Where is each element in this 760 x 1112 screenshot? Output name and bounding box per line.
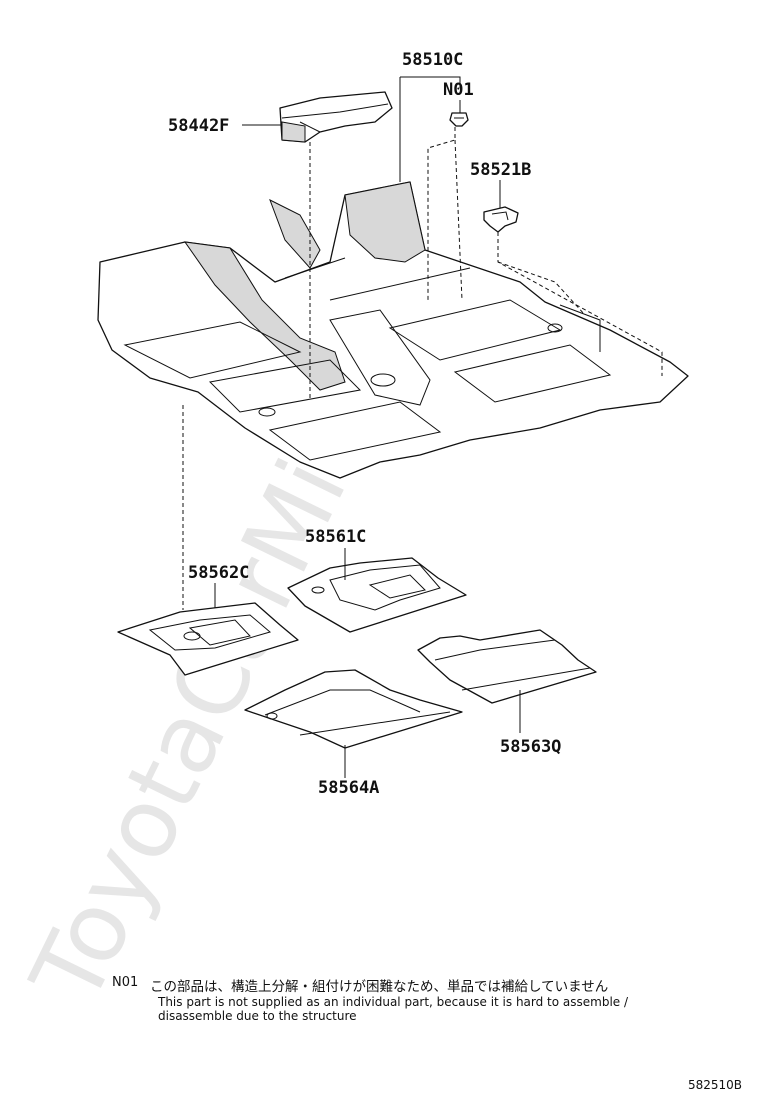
footnote-code: N01 — [112, 975, 139, 990]
label-mat-front-left: 58562C — [188, 563, 249, 583]
floor-mat-center[interactable] — [287, 557, 467, 633]
label-cover: 58442F — [168, 116, 229, 136]
console-cover-part[interactable] — [279, 91, 393, 143]
assembly-dashed-lines — [182, 127, 663, 610]
figure-code: 582510B — [688, 1078, 743, 1092]
label-mat-rear-left: 58564A — [318, 778, 379, 798]
fastener-part[interactable] — [483, 206, 519, 233]
footnote-japanese: この部品は、構造上分解・組付けが困難なため、単品では補給していません — [150, 979, 609, 995]
label-clip: N01 — [443, 80, 474, 100]
label-mat-rear-right: 58563Q — [500, 737, 561, 757]
footnote-english-line2: disassemble due to the structure — [158, 1009, 357, 1023]
clip-part[interactable] — [449, 112, 469, 127]
label-fastener: 58521B — [470, 160, 531, 180]
label-mat-center: 58561C — [305, 527, 366, 547]
floor-mat-rear-left[interactable] — [244, 669, 463, 749]
footnote-english-line1: This part is not supplied as an individu… — [158, 995, 629, 1009]
label-carpet-main: 58510C — [402, 50, 463, 70]
leader-lines — [214, 76, 521, 778]
floor-mat-front-left[interactable] — [117, 602, 299, 676]
floor-mat-rear-right[interactable] — [417, 629, 597, 704]
floor-carpet-assembly[interactable] — [97, 181, 689, 479]
